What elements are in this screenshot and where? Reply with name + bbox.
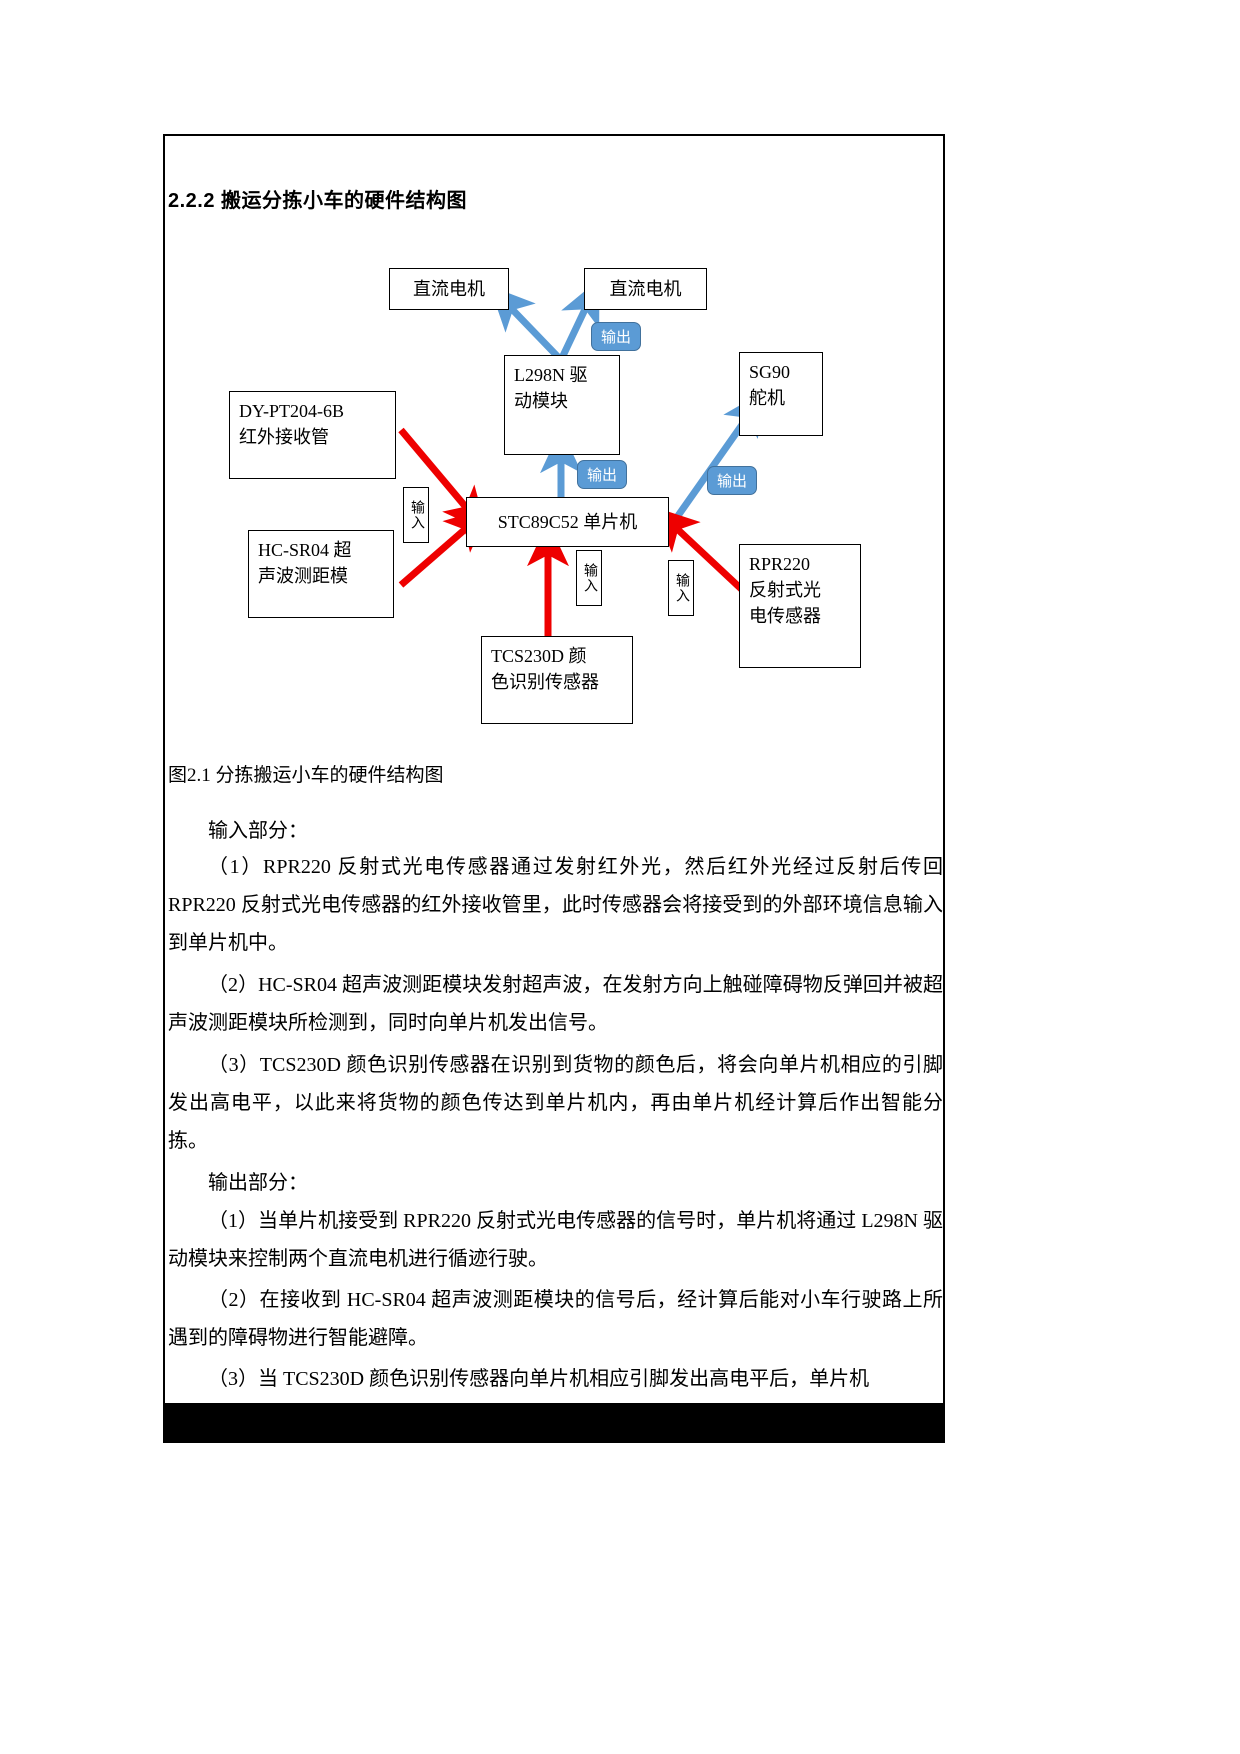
figure-caption: 图2.1 分拣搬运小车的硬件结构图	[168, 765, 444, 786]
arrow-l298n-to-motor-right	[557, 278, 600, 362]
node-sg90: SG90 舵机	[739, 352, 823, 436]
input-section-title: 输入部分：	[208, 820, 308, 842]
arrow-l298n-to-motor-left	[489, 285, 564, 363]
node-motor-right-label: 直流电机	[609, 278, 682, 299]
node-rpr220-line1: RPR220	[749, 554, 811, 574]
node-sg90-line2: 舵机	[749, 388, 785, 409]
arrow-hcsr04-to-mcu	[398, 507, 491, 588]
badge-output-sg90: 输出	[707, 466, 758, 495]
input-item-2: （2）HC-SR04 超声波测距模块发射超声波，在发射方向上触碰障碍物反弹回并被…	[168, 974, 943, 1034]
node-dypt204-line1: DY-PT204-6B	[239, 401, 345, 421]
arrow-dypt204-to-mcu	[398, 427, 488, 533]
node-rpr220: RPR220 反射式光 电传感器	[739, 544, 861, 668]
page-frame-top-border	[163, 134, 945, 136]
node-hcsr04: HC-SR04 超 声波测距模	[248, 530, 394, 618]
node-tcs230d-line2: 色识别传感器	[491, 672, 599, 693]
page-frame-right-border	[943, 134, 945, 1419]
node-motor-left-label: 直流电机	[413, 278, 485, 299]
page-footer-bar	[163, 1403, 945, 1443]
node-dypt204-line2: 红外接收管	[239, 427, 329, 448]
node-rpr220-line2: 反射式光	[749, 580, 821, 601]
node-mcu: STC89C52 单片机	[466, 497, 669, 547]
page-frame-left-border	[163, 134, 165, 1419]
hardware-block-diagram: 直流电机 直流电机 输出 L298N 驱 动模块 输出 SG90 舵机 输出 D…	[163, 240, 945, 750]
node-l298n: L298N 驱 动模块	[504, 355, 620, 455]
node-rpr220-line3: 电传感器	[749, 606, 821, 627]
output-section-title: 输出部分：	[208, 1172, 308, 1194]
node-motor-left: 直流电机	[389, 268, 509, 310]
vlabel-input-right: 输入	[668, 560, 694, 616]
output-item-1: （1）当单片机接受到 RPR220 反射式光电传感器的信号时，单片机将通过 L2…	[168, 1210, 943, 1270]
input-item-1: （1）RPR220 反射式光电传感器通过发射红外光，然后红外光经过反射后传回 R…	[168, 856, 943, 954]
node-tcs230d-line1: TCS230D 颜	[491, 646, 587, 666]
badge-output-l298n: 输出	[577, 460, 628, 489]
node-hcsr04-line2: 声波测距模	[258, 566, 348, 587]
node-motor-right: 直流电机	[584, 268, 707, 310]
node-tcs230d: TCS230D 颜 色识别传感器	[481, 636, 633, 724]
node-mcu-label: STC89C52 单片机	[497, 511, 638, 532]
node-l298n-line2: 动模块	[514, 391, 568, 412]
node-dypt204: DY-PT204-6B 红外接收管	[229, 391, 396, 479]
output-item-3: （3）当 TCS230D 颜色识别传感器向单片机相应引脚发出高电平后，单片机	[208, 1368, 870, 1390]
vlabel-input-bottom: 输入	[576, 550, 602, 606]
input-item-3: （3）TCS230D 颜色识别传感器在识别到货物的颜色后，将会向单片机相应的引脚…	[168, 1054, 943, 1152]
node-hcsr04-line1: HC-SR04 超	[258, 540, 352, 560]
badge-output-motor: 输出	[591, 322, 642, 351]
page-title: 2.2.2 搬运分拣小车的硬件结构图	[168, 190, 468, 212]
node-sg90-line1: SG90	[749, 362, 791, 382]
output-item-2: （2）在接收到 HC-SR04 超声波测距模块的信号后，经计算后能对小车行驶路上…	[168, 1289, 943, 1349]
node-l298n-line1: L298N 驱	[514, 365, 588, 385]
vlabel-input-left: 输入	[403, 487, 429, 543]
